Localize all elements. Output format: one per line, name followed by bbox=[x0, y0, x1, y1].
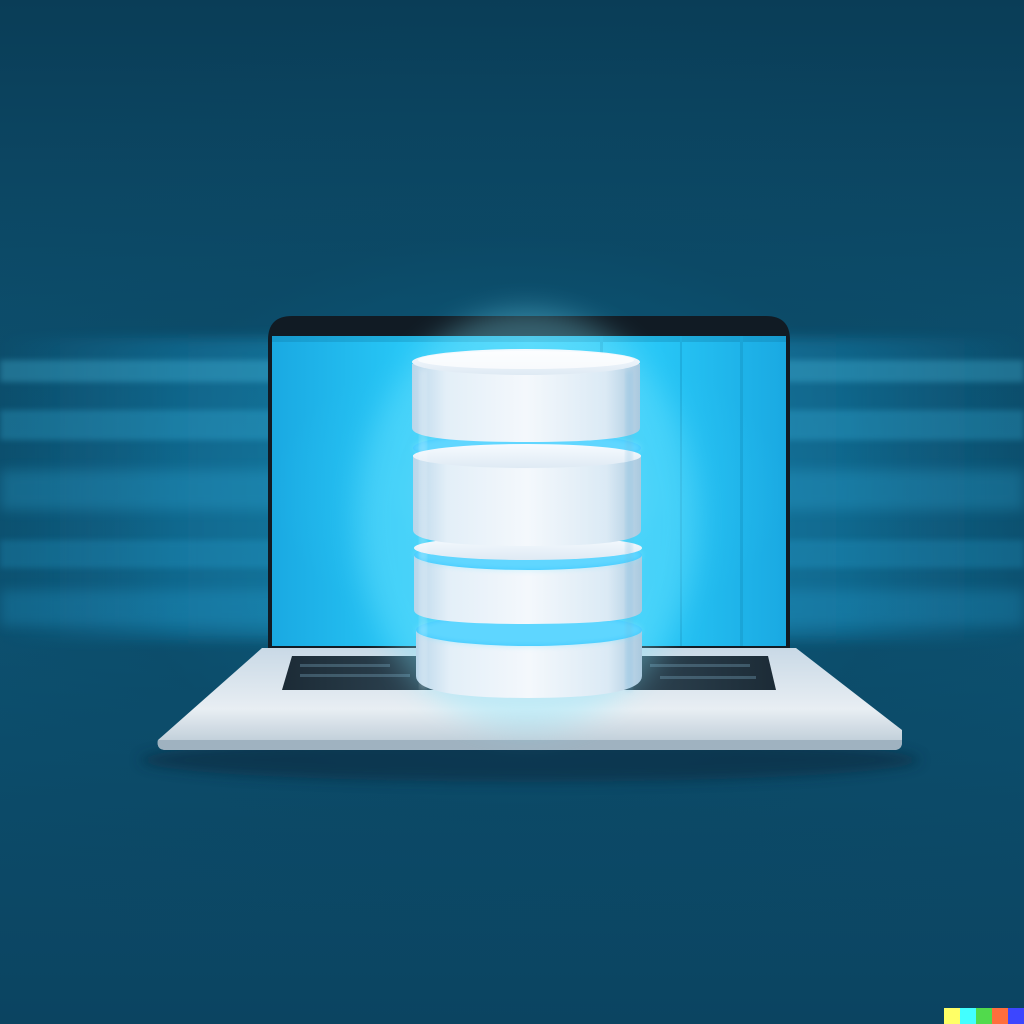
database-tier-2 bbox=[413, 433, 641, 546]
watermark-swatch-green bbox=[976, 1008, 992, 1024]
database-tier-bottom bbox=[416, 614, 642, 698]
watermark-swatch-cyan bbox=[960, 1008, 976, 1024]
database-tier-3 bbox=[414, 536, 642, 624]
watermark-swatch-orange bbox=[992, 1008, 1008, 1024]
database-icon bbox=[357, 310, 697, 730]
database-tier-top bbox=[412, 349, 640, 442]
color-bar-watermark bbox=[944, 1008, 1024, 1024]
watermark-swatch-blue bbox=[1008, 1008, 1024, 1024]
watermark-swatch-yellow bbox=[944, 1008, 960, 1024]
